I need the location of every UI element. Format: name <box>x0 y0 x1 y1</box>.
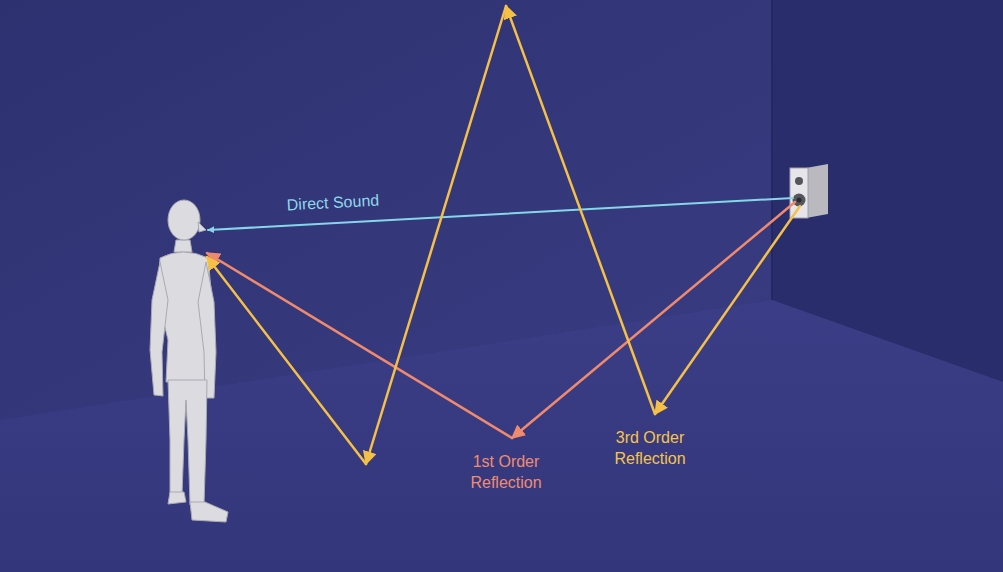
first-order-ray <box>512 202 795 438</box>
speaker-icon <box>790 164 828 218</box>
wall-corner <box>771 0 773 300</box>
ray-label: Direct Sound <box>253 189 414 218</box>
first-order-ray <box>207 253 512 438</box>
listener-figure <box>150 200 228 522</box>
third-order-ray <box>207 257 366 464</box>
ray-label: 3rd Order Reflection <box>600 428 700 470</box>
ray-label: 1st Order Reflection <box>456 452 556 494</box>
third-order-ray <box>655 206 800 414</box>
third-order-ray <box>366 6 506 464</box>
third-order-ray <box>506 6 655 414</box>
